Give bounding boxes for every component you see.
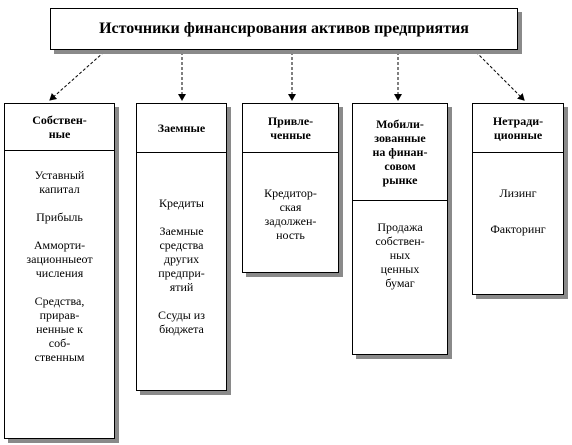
- list-item: Факторинг: [490, 222, 546, 236]
- column-netradicionnye: Нетради- ционные Лизинг Факторинг: [472, 103, 564, 295]
- list-item: Ссуды из бюджета: [158, 308, 205, 336]
- list-item: Продажа собствен- ных ценных бумаг: [375, 220, 425, 290]
- list-item: Кредитор- ская задолжен- ность: [264, 186, 317, 242]
- list-item: Заемные средства других предпри- ятий: [158, 224, 205, 294]
- column-mobilizovannye: Мобили- зованные на финан- совом рынке П…: [352, 103, 448, 355]
- arrow-to-sobstvennye: [49, 51, 105, 101]
- column-heading: Привле- ченные: [243, 104, 338, 153]
- column-heading: Нетради- ционные: [473, 104, 563, 153]
- list-item: Средства, прирав- ненные к соб- ственным: [34, 294, 85, 364]
- list-item: Амморти- зационныеот числения: [26, 238, 93, 280]
- list-item: Кредиты: [158, 196, 204, 210]
- column-zaemnye: Заемные Кредиты Заемные средства других …: [136, 103, 227, 391]
- column-heading: Заемные: [137, 104, 226, 153]
- list-item: Уставный капитал: [34, 168, 85, 196]
- list-item: Прибыль: [36, 210, 83, 224]
- list-item: Лизинг: [499, 186, 537, 200]
- diagram-title: Источники финансирования активов предпри…: [50, 8, 518, 50]
- column-heading: Собствен- ные: [5, 104, 114, 151]
- arrow-to-netradicionnye: [475, 51, 525, 101]
- column-privlechennye: Привле- ченные Кредитор- ская задолжен- …: [242, 103, 339, 273]
- column-sobstvennye: Собствен- ные Уставный капитал Прибыль А…: [4, 103, 115, 439]
- column-heading: Мобили- зованные на финан- совом рынке: [353, 104, 447, 201]
